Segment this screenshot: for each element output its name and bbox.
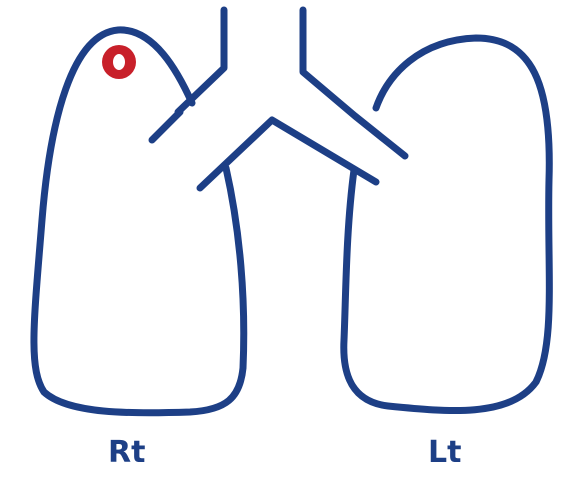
left-lung-outline: [344, 38, 550, 411]
right-lung-outline: [34, 30, 244, 413]
left-lung-label: Lt: [428, 435, 461, 470]
lesion-marker: [102, 45, 136, 79]
right-lung-label: Rt: [108, 435, 145, 470]
trachea-left-wall: [178, 10, 224, 112]
lesion-inner-hole: [113, 54, 125, 70]
right-main-bronchus: [152, 112, 180, 140]
